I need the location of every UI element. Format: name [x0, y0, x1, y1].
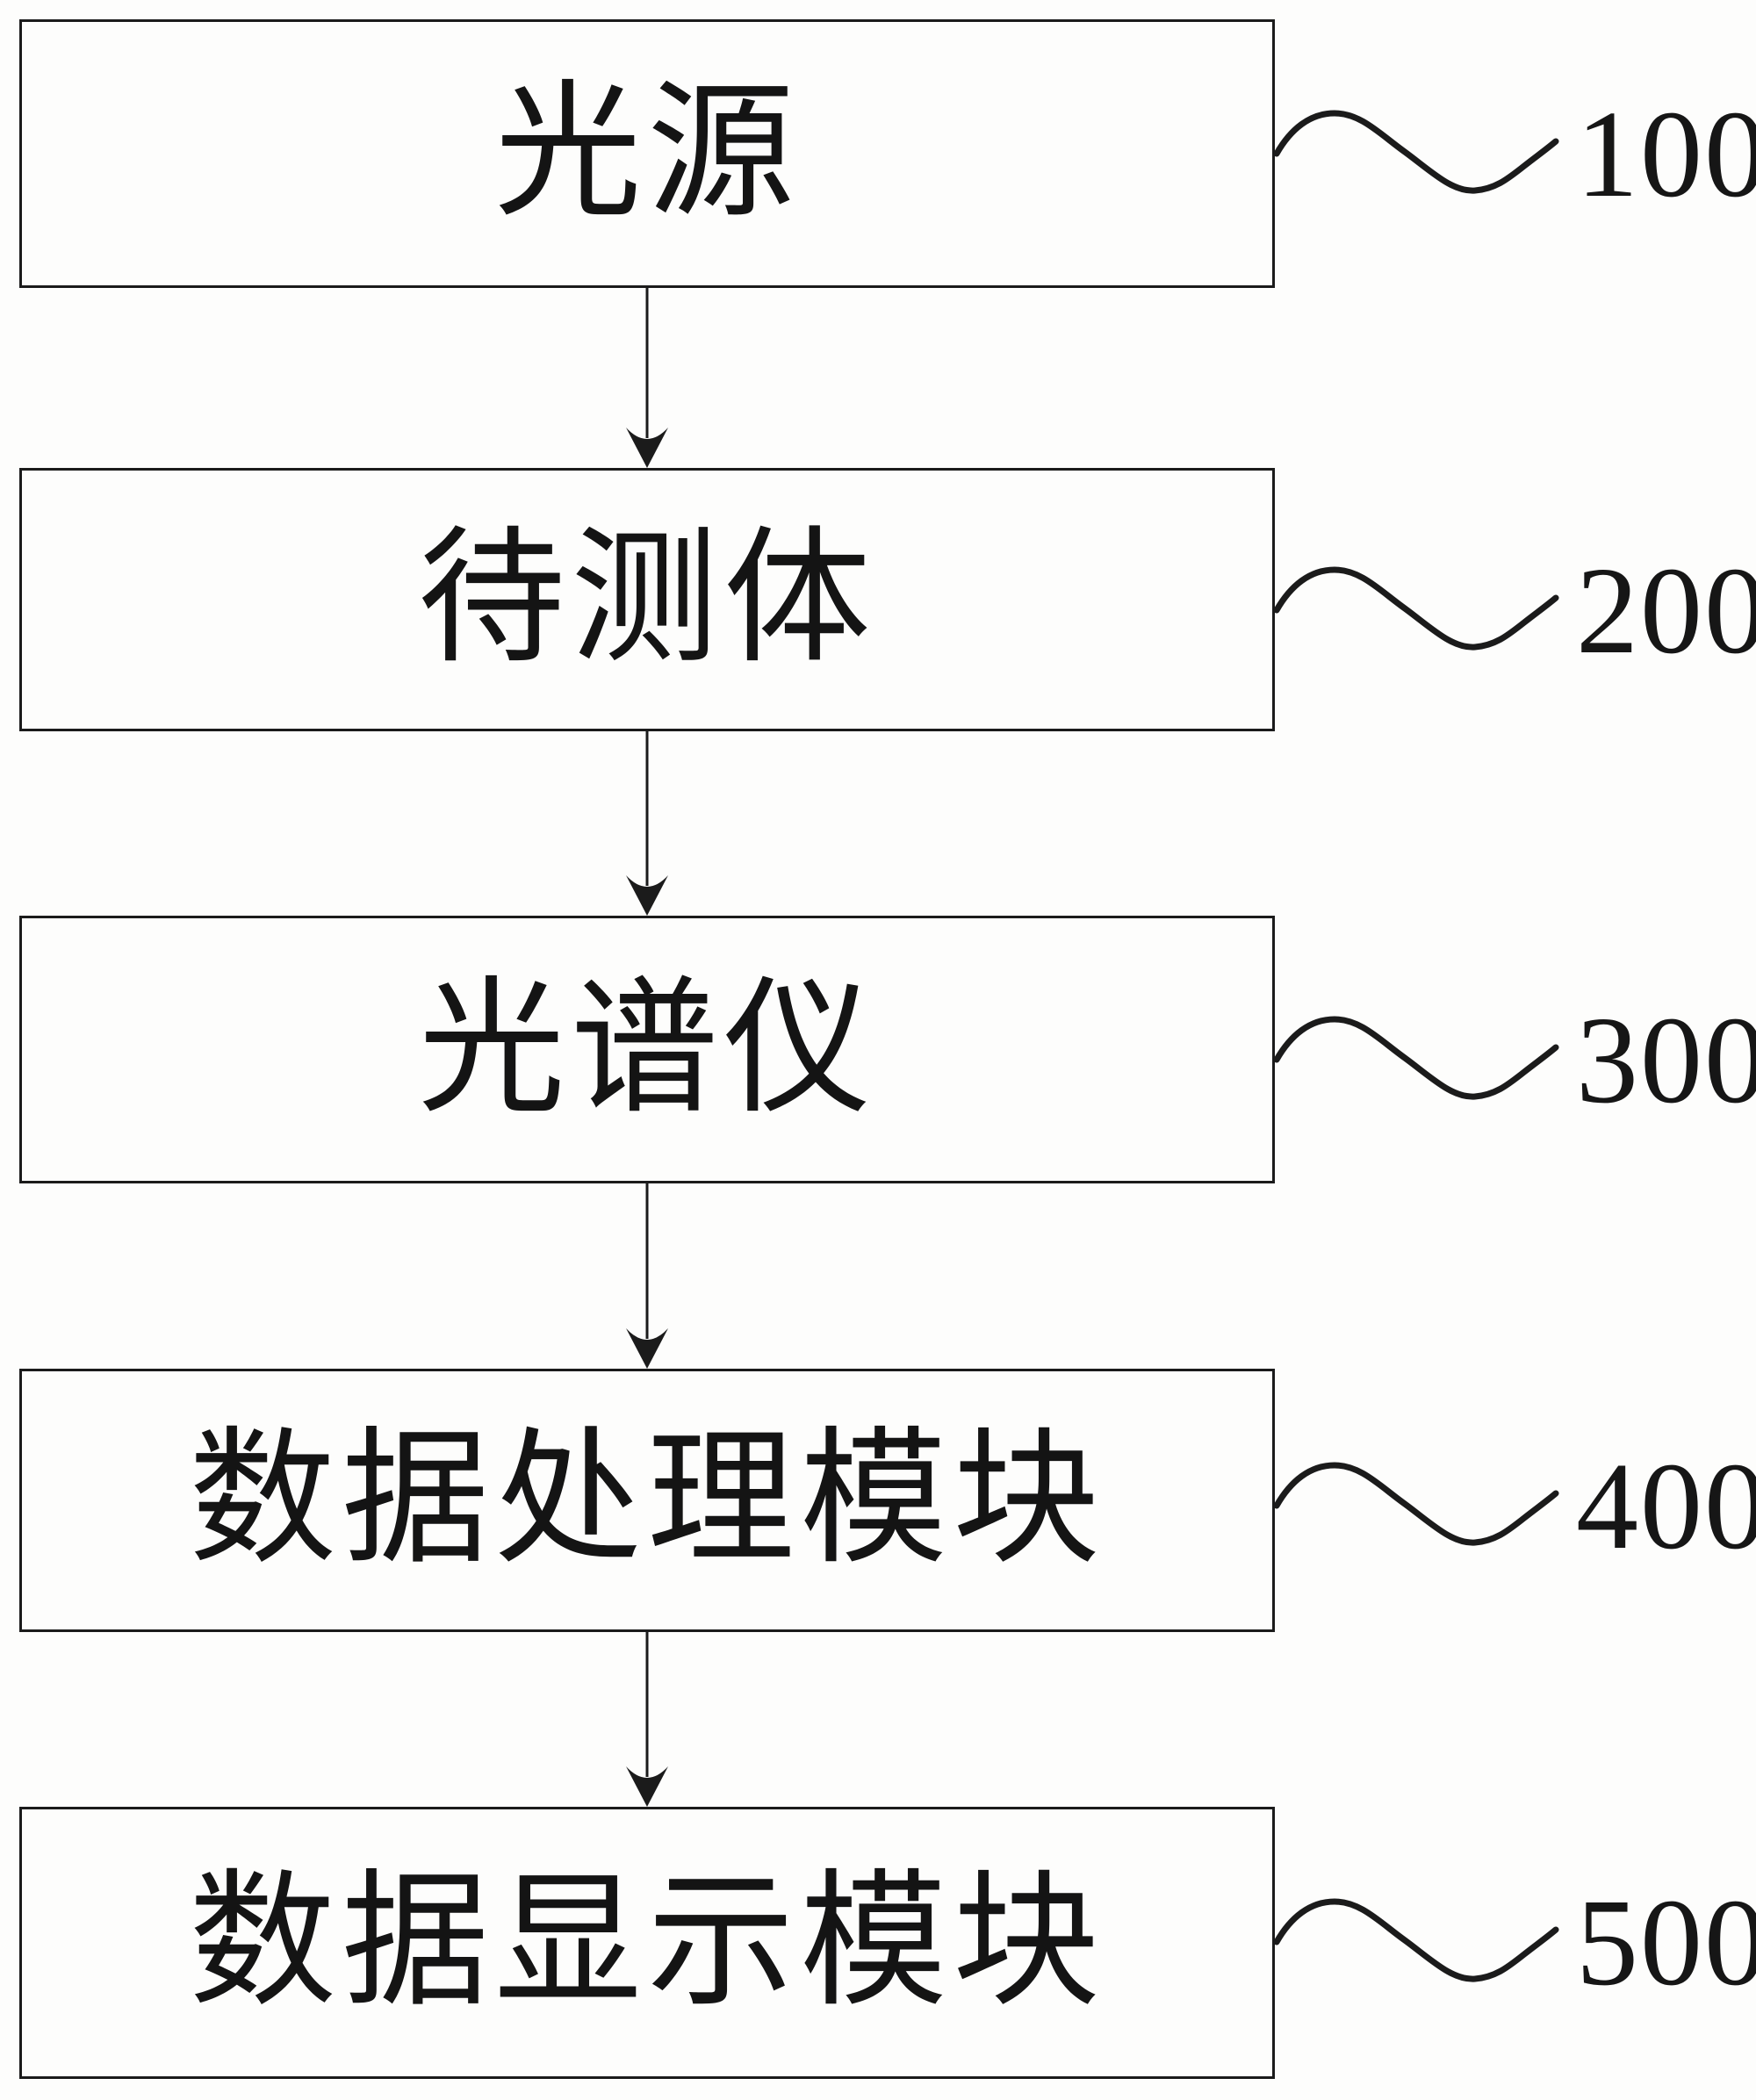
node-box-data-display-module: 数据显示模块 [19, 1807, 1275, 2079]
reference-squiggle-icon [1273, 566, 1559, 651]
node-box-light-source: 光源 [19, 19, 1275, 288]
reference-squiggle-icon [1273, 1016, 1559, 1100]
down-arrow-icon [626, 1183, 668, 1369]
down-arrow-icon [626, 288, 668, 468]
node-label-spectrometer: 光谱仪 [418, 967, 876, 1132]
node-label-light-source: 光源 [494, 72, 800, 235]
reference-squiggle-icon [1273, 1462, 1559, 1546]
reference-number-data-display-module: 500 [1576, 1873, 1756, 2011]
node-box-test-object: 待测体 [19, 468, 1275, 731]
node-label-data-display-module: 数据显示模块 [189, 1861, 1105, 2024]
reference-number-light-source: 100 [1576, 84, 1756, 223]
reference-number-spectrometer: 300 [1576, 990, 1756, 1129]
reference-number-data-processing-module: 400 [1576, 1436, 1756, 1575]
reference-squiggle-icon [1273, 110, 1559, 194]
node-box-spectrometer: 光谱仪 [19, 916, 1275, 1183]
node-label-data-processing-module: 数据处理模块 [189, 1419, 1105, 1582]
reference-squiggle-icon [1273, 1898, 1559, 1982]
node-label-test-object: 待测体 [418, 518, 876, 681]
down-arrow-icon [626, 731, 668, 916]
node-box-data-processing-module: 数据处理模块 [19, 1369, 1275, 1632]
down-arrow-icon [626, 1632, 668, 1807]
reference-number-test-object: 200 [1576, 541, 1756, 680]
